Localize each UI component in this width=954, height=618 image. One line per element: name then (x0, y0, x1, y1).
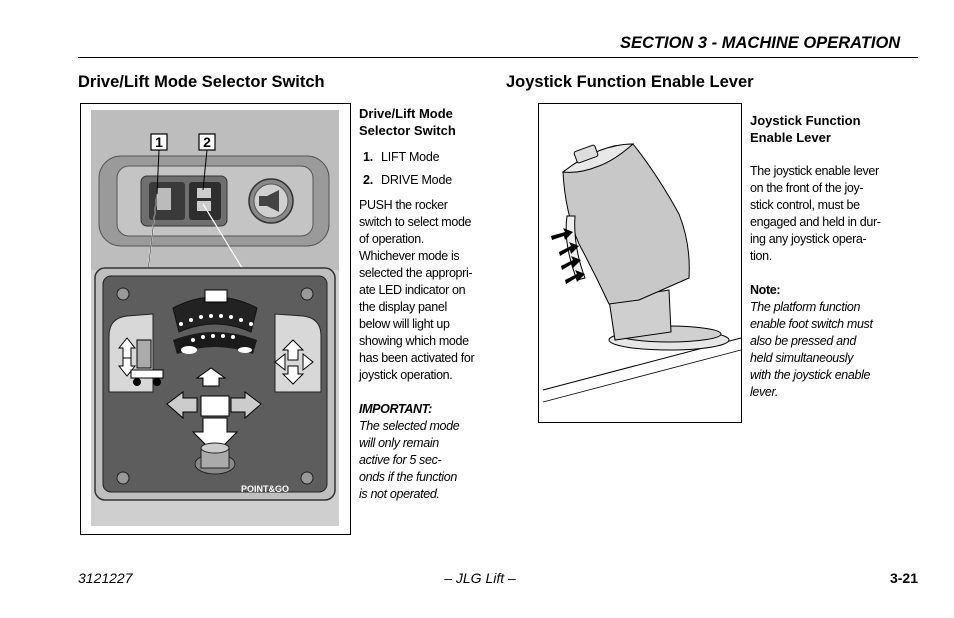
selector-switch-figure: 1 2 (80, 103, 351, 535)
section-title: SECTION 3 - MACHINE OPERATION (620, 34, 901, 52)
callout-1: 1 (155, 134, 163, 150)
push-arrows (551, 228, 585, 284)
doc-number: 3121227 (78, 570, 133, 586)
important-label: IMPORTANT: (359, 402, 432, 416)
left-caption-body: PUSH the rocker switch to select mode of… (359, 198, 475, 382)
callout-2: 2 (203, 134, 211, 150)
list-item: 2.DRIVE Mode (363, 173, 452, 187)
mode-list: 1.LIFT Mode 2.DRIVE Mode (359, 149, 479, 189)
right-caption-title: Joystick Function Enable Lever (750, 113, 861, 145)
header-divider (78, 57, 918, 58)
page-number: 3-21 (889, 570, 918, 586)
selector-switch-illustration: 1 2 (91, 110, 339, 526)
footer-center: – JLG Lift – (444, 570, 516, 586)
panel-brand: POINT&GO (241, 484, 289, 494)
joystick-figure (538, 103, 742, 423)
right-heading: Joystick Function Enable Lever (506, 73, 754, 91)
left-caption-title: Drive/Lift Mode Selector Switch (359, 106, 456, 138)
list-item: 1.LIFT Mode (363, 150, 440, 164)
important-text: The selected mode will only remain activ… (359, 419, 460, 501)
joystick-illustration (542, 143, 742, 403)
left-caption: Drive/Lift Mode Selector Switch 1.LIFT M… (359, 105, 479, 503)
horn-icon (259, 190, 279, 212)
note-label: Note: (750, 283, 781, 297)
right-caption: Joystick Function Enable Lever The joyst… (750, 112, 890, 401)
right-caption-body: The joystick enable lever on the front o… (750, 164, 881, 263)
note-text: The platform function enable foot switch… (750, 300, 873, 399)
left-heading: Drive/Lift Mode Selector Switch (78, 73, 325, 91)
